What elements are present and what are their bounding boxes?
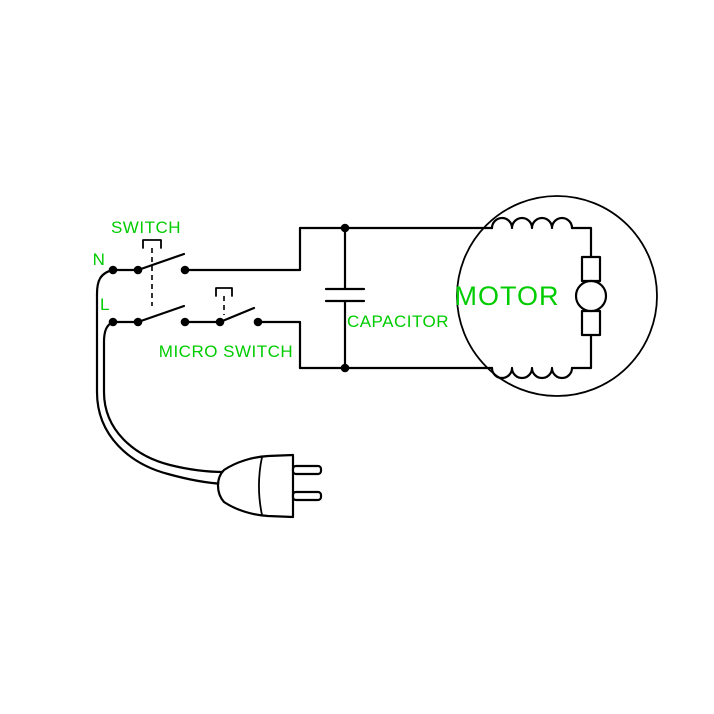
junction-dot xyxy=(340,223,350,233)
cord-conductor-inner xyxy=(102,320,226,474)
neutral-label: N xyxy=(93,250,106,269)
switch-blade-n xyxy=(136,252,186,272)
capacitor xyxy=(324,223,366,373)
junction-dot xyxy=(108,317,118,327)
junction-dot xyxy=(215,317,225,327)
micro-switch-blade xyxy=(218,306,256,324)
power-cord xyxy=(95,268,226,486)
capacitor-label: CAPACITOR xyxy=(347,312,449,331)
micro-switch-wire-right xyxy=(256,320,302,370)
motor xyxy=(456,195,658,397)
brush-bottom xyxy=(580,309,602,337)
switch-blade-l xyxy=(136,304,186,324)
commutator-circle xyxy=(574,279,608,313)
field-winding-bottom xyxy=(490,366,574,380)
cord-conductor-outer xyxy=(95,268,226,486)
live-label: L xyxy=(100,295,110,314)
micro-switch-actuator-bracket xyxy=(215,287,233,297)
motor-label: MOTOR xyxy=(455,281,560,311)
motor-outline-circle xyxy=(456,195,658,397)
labels: SWITCH N L MICRO SWITCH CAPACITOR MOTOR xyxy=(93,218,560,361)
plug-pin-bottom xyxy=(291,490,323,502)
junction-dot xyxy=(133,265,143,275)
micro-switch xyxy=(215,287,302,370)
supply-rails xyxy=(298,226,494,370)
micro-switch-label: MICRO SWITCH xyxy=(159,342,293,361)
switch-actuator-bracket xyxy=(142,239,162,249)
main-switch xyxy=(108,226,302,327)
motor-wire-bottom-right xyxy=(570,333,593,370)
junction-dot xyxy=(253,317,263,327)
junction-dot xyxy=(180,317,190,327)
plug-grip-line xyxy=(258,456,263,516)
junction-dot xyxy=(108,265,118,275)
junction-dot xyxy=(340,363,350,373)
brush-top xyxy=(580,255,602,283)
motor-wire-top-right xyxy=(570,226,593,259)
power-plug xyxy=(216,453,323,519)
plug-pin-top xyxy=(291,464,323,476)
n-wire-right xyxy=(183,226,302,272)
field-winding-top xyxy=(490,216,574,230)
switch-label: SWITCH xyxy=(111,218,181,237)
junction-dot xyxy=(133,317,143,327)
plug-body xyxy=(216,453,295,519)
junction-dot xyxy=(180,265,190,275)
